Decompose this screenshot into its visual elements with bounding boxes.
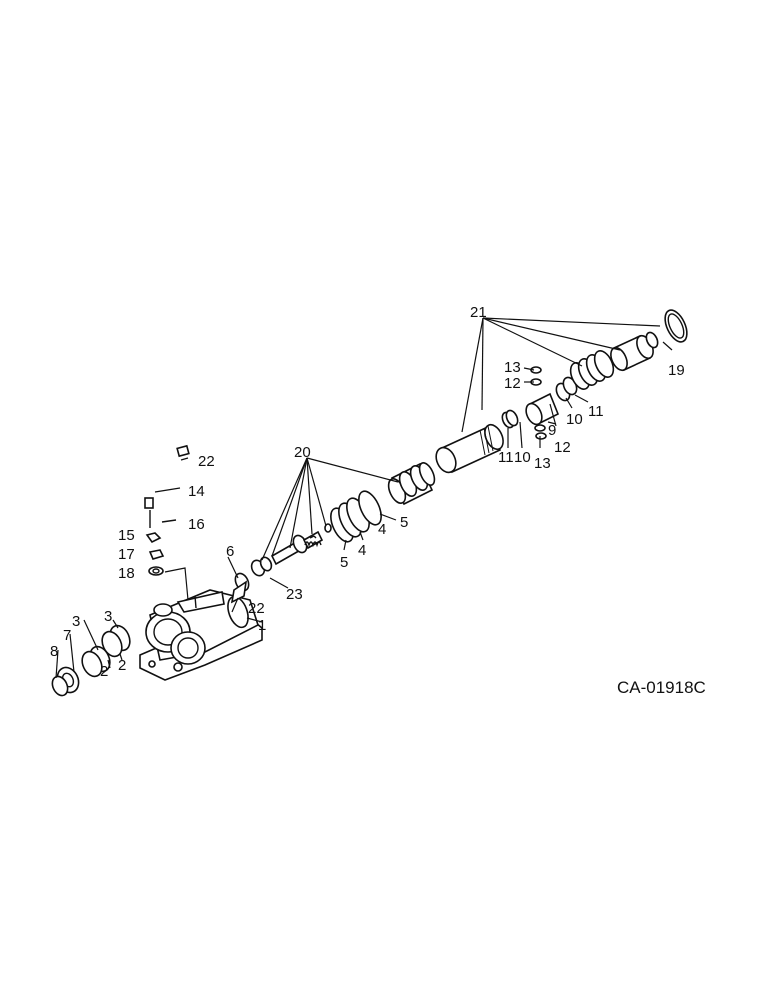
part-spring-endcap (569, 309, 688, 390)
callout-8: 8 (50, 643, 58, 660)
drawing-code: CA-01918C (617, 678, 706, 697)
callout-23: 23 (286, 586, 303, 603)
part-piston-housing (435, 409, 519, 474)
callout-4: 4 (378, 521, 386, 538)
part-grooved-spool (387, 462, 436, 506)
part-spool-assembly (230, 523, 332, 604)
callout-5: 5 (340, 554, 348, 571)
callout-22: 22 (248, 600, 265, 617)
callout-14: 14 (188, 483, 205, 500)
callout-22: 22 (198, 453, 215, 470)
callout-21: 21 (470, 304, 487, 321)
callout-7: 7 (63, 627, 71, 644)
callout-labels: 1 2 2 3 3 4 4 5 5 6 7 8 9 10 10 11 11 12… (50, 304, 706, 697)
part-ring-set (330, 490, 382, 543)
callout-3: 3 (72, 613, 80, 630)
callout-3: 3 (104, 608, 112, 625)
callout-16: 16 (188, 516, 205, 533)
callout-17: 17 (118, 546, 135, 563)
callout-4: 4 (358, 542, 366, 559)
callout-12: 12 (504, 375, 521, 392)
callout-12: 12 (554, 439, 571, 456)
part-tube-fittings (144, 444, 190, 601)
callout-20: 20 (294, 444, 311, 461)
callout-10: 10 (514, 449, 531, 466)
leader-lines (55, 317, 673, 679)
callout-9: 9 (548, 422, 556, 439)
callout-18: 18 (118, 565, 135, 582)
callout-13: 13 (534, 455, 551, 472)
callout-13: 13 (504, 359, 521, 376)
callout-6: 6 (226, 543, 234, 560)
callout-11: 11 (588, 403, 604, 420)
part-valve-body (139, 589, 263, 681)
callout-15: 15 (118, 527, 135, 544)
callout-5: 5 (400, 514, 408, 531)
callout-11: 11 (498, 449, 514, 466)
callout-2: 2 (100, 663, 108, 680)
part-sleeve-set (525, 366, 578, 440)
callout-2: 2 (118, 657, 126, 674)
callout-10: 10 (566, 411, 583, 428)
part-left-seals (51, 624, 131, 697)
callout-19: 19 (668, 362, 685, 379)
callout-1: 1 (258, 617, 266, 634)
